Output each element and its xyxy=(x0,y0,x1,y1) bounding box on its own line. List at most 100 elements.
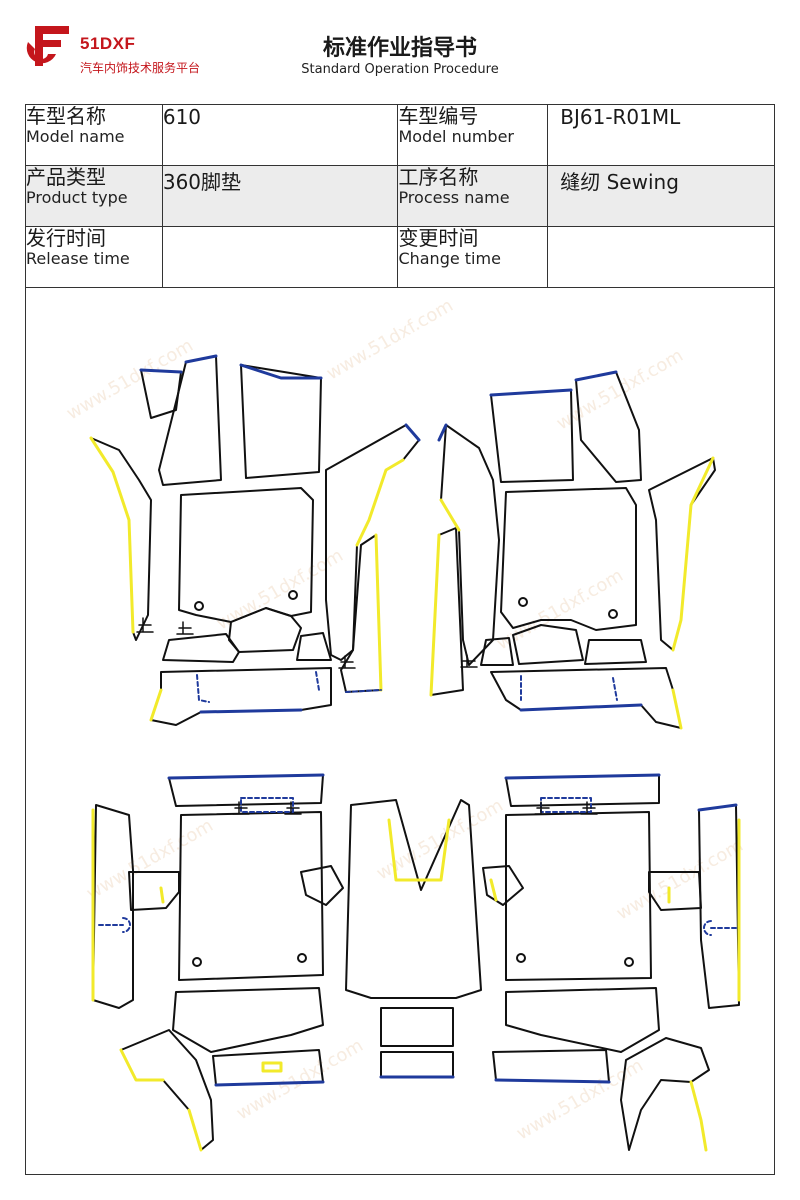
edge-yellow xyxy=(89,436,135,634)
edge-blue xyxy=(437,423,448,442)
pattern-piece xyxy=(482,865,524,906)
pattern-piece xyxy=(92,804,134,1009)
edge-blue xyxy=(239,363,323,380)
edge-highlights-top-right xyxy=(429,370,715,730)
pattern-piece xyxy=(120,1029,214,1151)
pattern-piece xyxy=(505,987,660,1053)
pattern-piece xyxy=(492,1049,610,1083)
pattern-piece xyxy=(512,624,584,665)
pattern-piece xyxy=(500,487,637,631)
locating-hole xyxy=(608,609,618,619)
locating-hole xyxy=(192,957,202,967)
stop-marker-icon xyxy=(580,801,598,815)
pattern-piece xyxy=(505,811,652,981)
edge-yellow xyxy=(149,688,163,722)
logo-tagline: 汽车内饰技术服务平台 xyxy=(80,61,201,75)
pattern-piece xyxy=(380,1007,454,1047)
stop-markers xyxy=(136,617,598,815)
dashed-seam xyxy=(703,920,737,936)
info-table: 车型名称 Model name 610 车型编号 Model number BJ… xyxy=(25,104,775,288)
release-time-label: 发行时间 Release time xyxy=(25,226,163,288)
watermark-text: www.51dxf.com xyxy=(63,335,197,424)
edge-blue xyxy=(214,1080,325,1087)
edge-yellow xyxy=(689,1080,708,1152)
edge-blue xyxy=(184,354,218,364)
info-row-time: 发行时间 Release time 变更时间 Change time xyxy=(25,226,775,288)
edge-yellow xyxy=(187,1108,203,1152)
edge-blue xyxy=(489,388,573,397)
info-row-product: 产品类型 Product type 360脚垫 工序名称 Process nam… xyxy=(25,165,775,227)
pattern-group-top-left xyxy=(90,355,420,726)
change-time-label: 变更时间 Change time xyxy=(397,226,549,288)
edge-highlights-bottom-center xyxy=(379,818,455,1079)
edge-yellow xyxy=(355,458,405,547)
watermark-text: www.51dxf.com xyxy=(613,835,747,924)
pattern-piece xyxy=(505,774,660,807)
dashed-seam xyxy=(98,917,131,933)
pattern-piece xyxy=(648,871,702,911)
edge-yellow xyxy=(119,1048,165,1082)
stop-marker-icon xyxy=(136,617,154,633)
edge-blue xyxy=(139,368,183,374)
edge-yellow xyxy=(671,456,715,652)
edge-highlights-bottom-left xyxy=(91,773,325,1152)
pattern-piece xyxy=(380,1051,454,1078)
pattern-diagram-frame: www.51dxf.com www.51dxf.com www.51dxf.co… xyxy=(25,288,775,1175)
edge-blue xyxy=(404,423,421,442)
pattern-piece xyxy=(172,987,324,1053)
label-en: Model name xyxy=(26,127,125,146)
watermark-text: www.51dxf.com xyxy=(323,295,457,384)
edge-blue xyxy=(697,803,738,812)
edge-blue xyxy=(199,708,303,714)
edge-blue xyxy=(504,773,661,780)
pattern-piece xyxy=(162,633,240,663)
stop-marker-icon xyxy=(460,654,478,668)
locating-hole xyxy=(194,601,204,611)
watermark-text: www.51dxf.com xyxy=(553,345,687,434)
label-en: Model number xyxy=(398,127,515,146)
model-number-label: 车型编号 Model number xyxy=(397,104,549,166)
info-row-model: 车型名称 Model name 610 车型编号 Model number BJ… xyxy=(25,104,775,166)
release-time-value xyxy=(161,226,399,288)
edge-highlights-bottom-right xyxy=(489,773,741,1152)
edge-yellow xyxy=(374,533,383,692)
locating-hole xyxy=(516,953,526,963)
pattern-piece xyxy=(150,667,332,726)
pattern-piece xyxy=(90,437,152,641)
edge-blue xyxy=(519,703,643,712)
stop-marker-icon xyxy=(232,801,250,815)
edge-blue xyxy=(494,1078,611,1084)
label-zh: 发行时间 xyxy=(26,226,106,250)
stop-marker-icon xyxy=(534,801,552,815)
label-zh: 工序名称 xyxy=(398,165,479,189)
pattern-piece xyxy=(158,355,222,486)
pattern-piece xyxy=(584,639,647,665)
watermark-text: www.51dxf.com xyxy=(373,795,507,884)
edge-highlights-top-left xyxy=(89,354,421,722)
pattern-group-bottom-left xyxy=(92,774,344,1151)
stop-marker-icon xyxy=(338,655,356,669)
pattern-piece xyxy=(168,774,324,807)
process-name-label: 工序名称 Process name xyxy=(397,165,549,227)
edge-yellow xyxy=(159,886,165,904)
watermark-text: www.51dxf.com xyxy=(233,1035,367,1124)
dashed-seam xyxy=(315,671,320,691)
pattern-piece xyxy=(480,637,514,666)
watermark-text: www.51dxf.com xyxy=(83,815,217,904)
dashed-seam xyxy=(612,677,618,701)
label-zh: 车型名称 xyxy=(26,104,106,128)
product-type-value: 360脚垫 xyxy=(161,165,399,227)
pattern-piece xyxy=(240,364,322,479)
edge-yellow xyxy=(387,818,451,882)
pattern-piece xyxy=(296,632,332,661)
stop-marker-icon xyxy=(284,801,302,815)
edge-yellow-tab xyxy=(261,1061,283,1073)
logo: 51DXF 汽车内饰技术服务平台 xyxy=(22,20,232,80)
change-time-value xyxy=(547,226,775,288)
pattern-piece xyxy=(345,799,482,999)
locating-hole xyxy=(518,597,528,607)
pattern-piece xyxy=(300,865,344,906)
pattern-piece xyxy=(128,871,180,911)
model-name-label: 车型名称 Model name xyxy=(25,104,163,166)
floor-mat-pattern-diagram: www.51dxf.com www.51dxf.com www.51dxf.co… xyxy=(63,295,747,1152)
